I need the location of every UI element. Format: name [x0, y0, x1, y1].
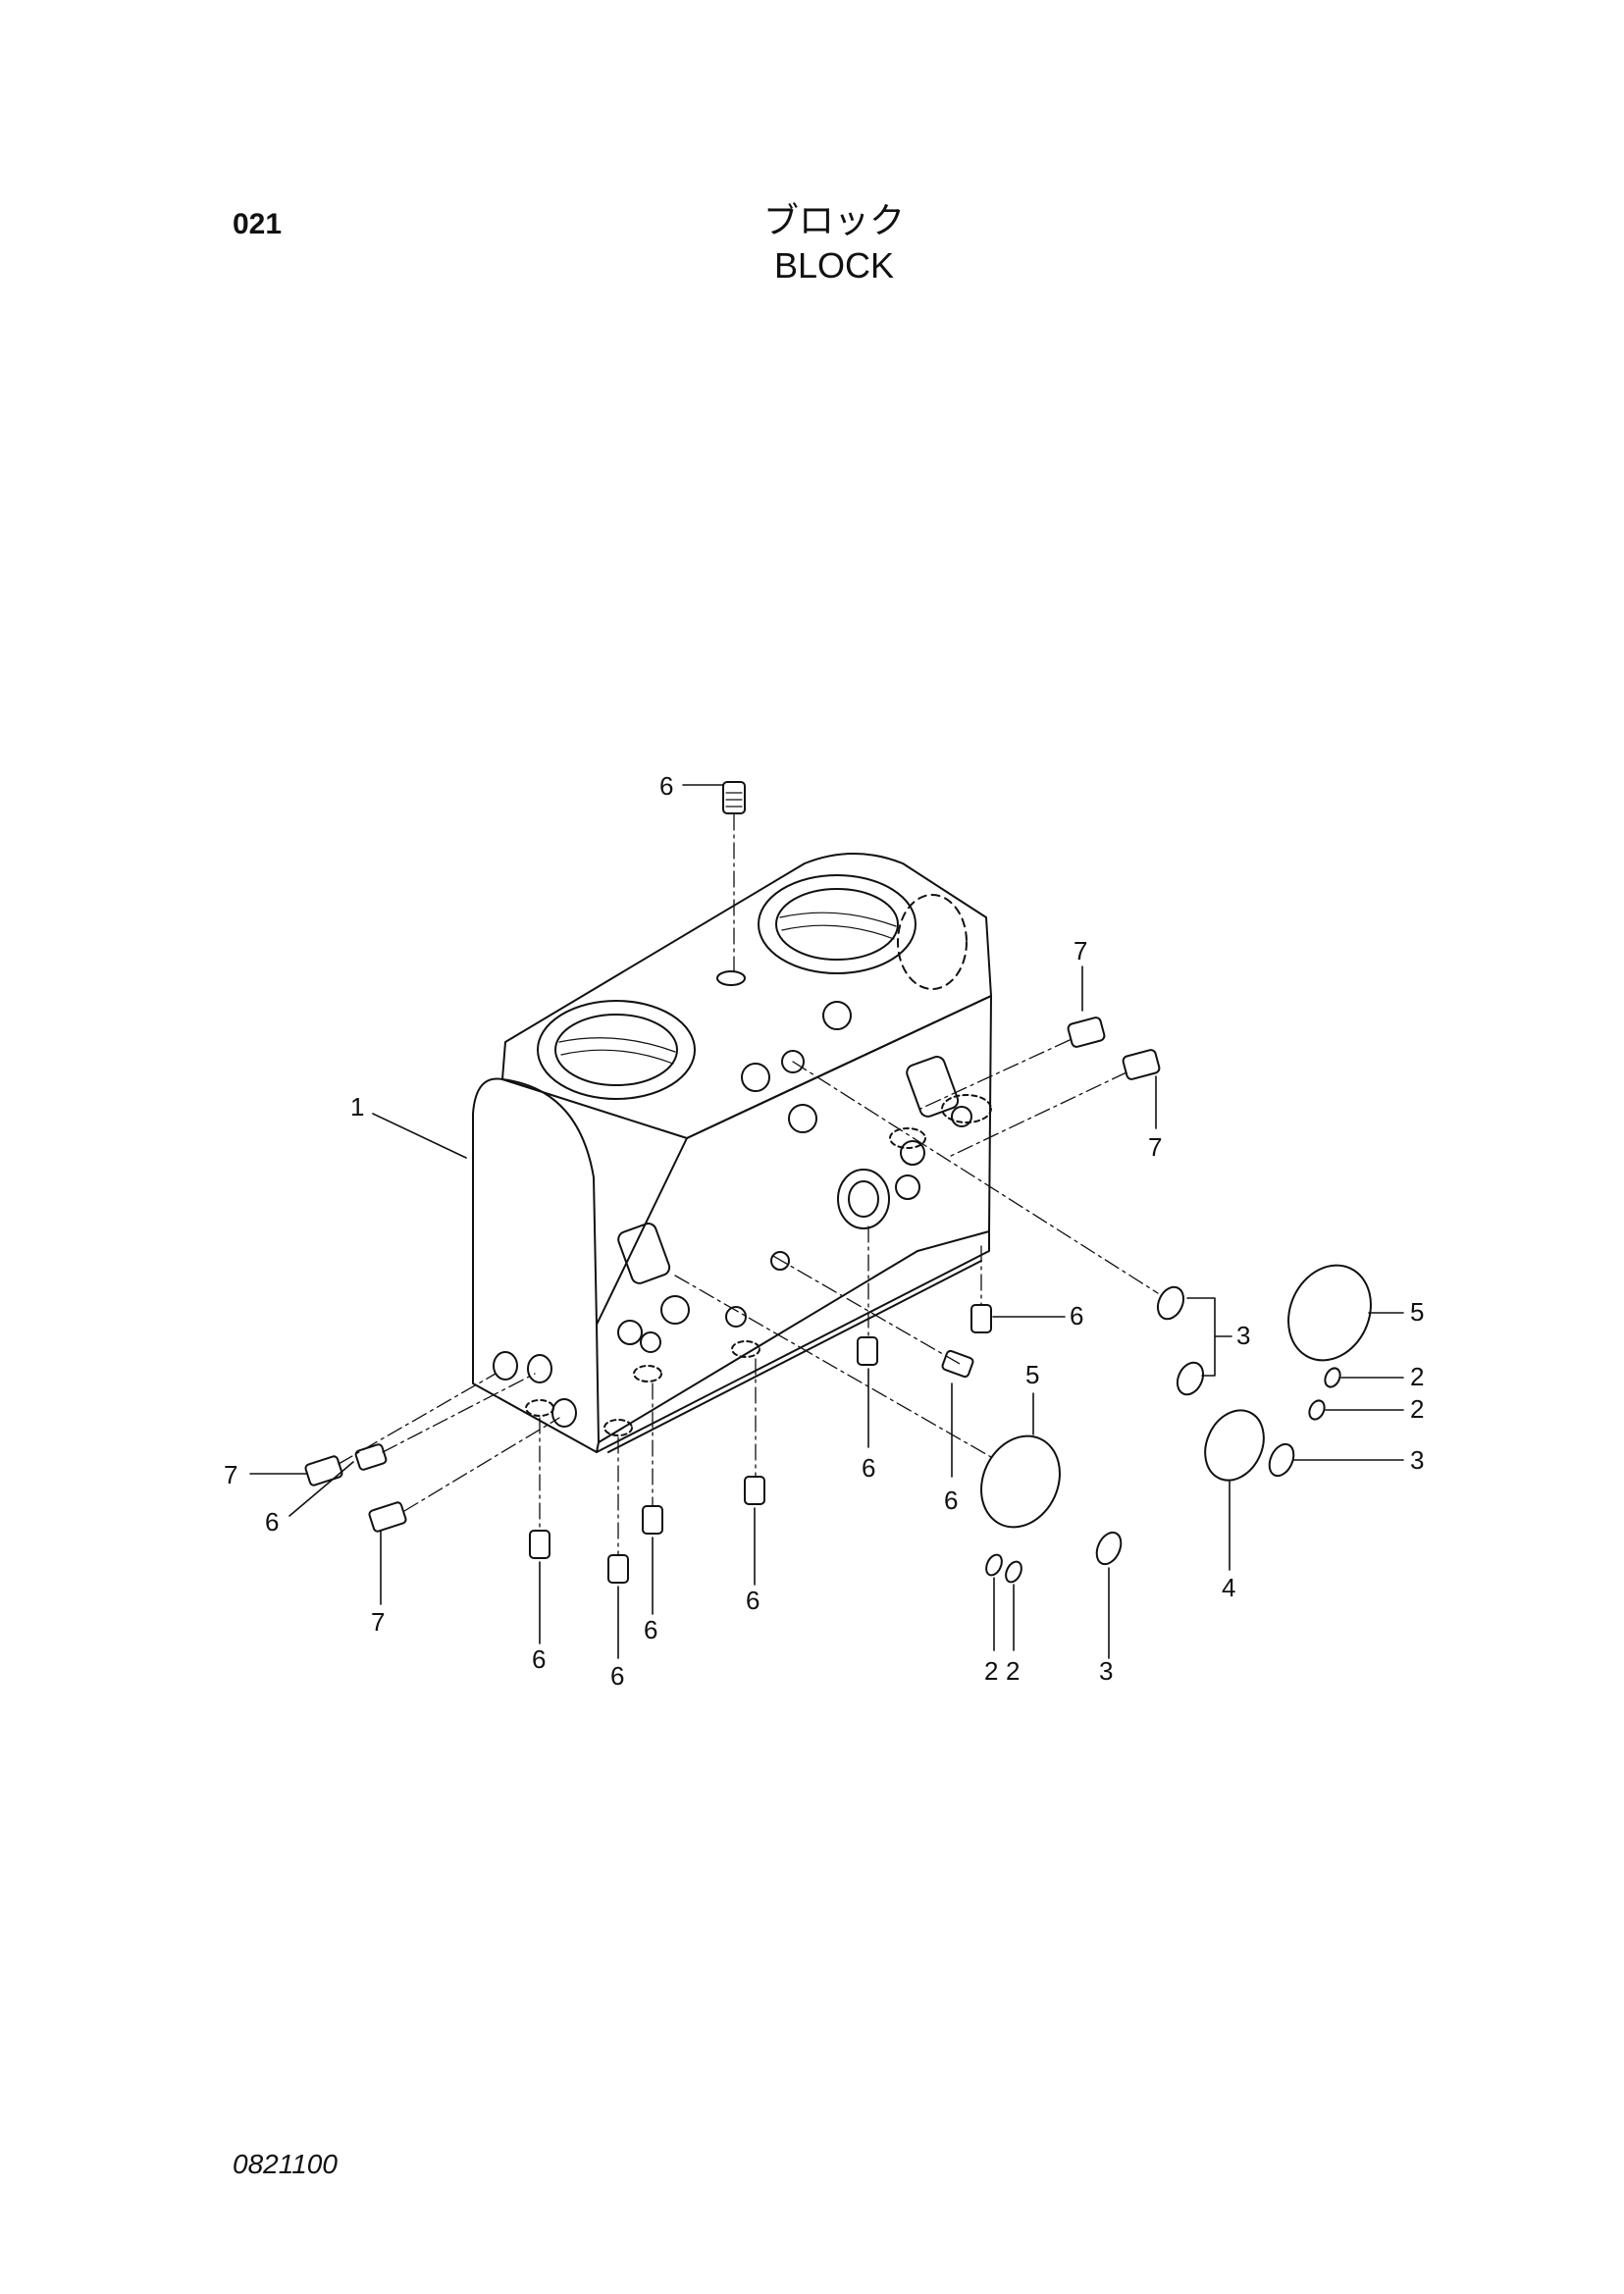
plug-6-bottom-1 — [529, 1530, 550, 1559]
o-ring-2-b — [1308, 1399, 1326, 1421]
o-ring-2-c — [985, 1553, 1003, 1577]
callout-6-bottom-4: 6 — [746, 1586, 760, 1615]
plug-6-top — [722, 781, 746, 814]
plug-6-bottom-4 — [744, 1476, 765, 1505]
plug-6-right — [970, 1304, 992, 1333]
callout-2-a: 2 — [1410, 1362, 1424, 1391]
center-lines — [338, 813, 1159, 1556]
plug-7-left — [304, 1455, 343, 1486]
leader-lines — [249, 784, 1404, 1659]
o-ring-2-a — [1324, 1367, 1341, 1388]
o-ring-4 — [1204, 1409, 1265, 1482]
callout-7-upper-right-1: 7 — [1074, 936, 1087, 965]
page-code: 021 — [233, 208, 283, 240]
callout-labels: 6 1 7 7 6 5 6 6 3 5 2 2 3 4 2 2 3 7 6 7 … — [224, 771, 1424, 1691]
callout-2-b: 2 — [1410, 1394, 1424, 1424]
callout-7-low: 7 — [371, 1607, 385, 1637]
callout-5-right: 5 — [1410, 1297, 1424, 1327]
plug-6-mid-1 — [857, 1336, 878, 1366]
callout-6-left: 6 — [265, 1507, 279, 1537]
plug-6-bottom-2 — [607, 1554, 629, 1584]
callout-6-bottom-3: 6 — [644, 1615, 657, 1644]
o-ring-3-grp-b — [1176, 1361, 1205, 1396]
callout-6-mid-2: 6 — [944, 1486, 958, 1515]
callout-6-bottom-2: 6 — [610, 1661, 624, 1691]
o-rings — [980, 1264, 1372, 1584]
callout-3-bottom: 3 — [1099, 1656, 1113, 1686]
o-ring-5-mid — [980, 1434, 1061, 1529]
callout-5-mid: 5 — [1025, 1360, 1039, 1389]
plug-7-upper-right-1 — [1067, 1017, 1106, 1048]
callout-2-c: 2 — [984, 1656, 998, 1686]
callout-7-upper-right-2: 7 — [1148, 1132, 1162, 1162]
o-ring-3-right — [1268, 1442, 1295, 1478]
plug-7-upper-right-2 — [1122, 1049, 1161, 1080]
callout-6-top: 6 — [659, 771, 673, 801]
callout-7-left: 7 — [224, 1460, 237, 1489]
callout-2-d: 2 — [1006, 1656, 1020, 1686]
plug-6-mid-2 — [941, 1349, 974, 1379]
plug-6-left — [354, 1443, 388, 1471]
callout-3-right: 3 — [1410, 1445, 1424, 1475]
o-ring-3-grp-a — [1156, 1285, 1185, 1321]
plug-parts — [304, 781, 1161, 1584]
callout-6-right: 6 — [1070, 1301, 1083, 1330]
callout-1: 1 — [350, 1092, 364, 1121]
plug-6-bottom-3 — [642, 1505, 663, 1535]
title-japanese: ブロック — [762, 200, 905, 240]
o-ring-2-d — [1005, 1560, 1022, 1584]
o-ring-3-bottom — [1095, 1531, 1123, 1566]
valve-block-body — [472, 853, 992, 1453]
callout-3-group: 3 — [1236, 1321, 1250, 1350]
document-number: 0821100 — [233, 2149, 338, 2179]
callout-6-bottom-1: 6 — [532, 1644, 546, 1674]
callout-6-mid-1: 6 — [862, 1453, 875, 1483]
o-ring-5-right — [1287, 1264, 1372, 1362]
plug-7-low — [368, 1501, 407, 1533]
title-english: BLOCK — [773, 245, 895, 286]
callout-4: 4 — [1222, 1573, 1235, 1602]
